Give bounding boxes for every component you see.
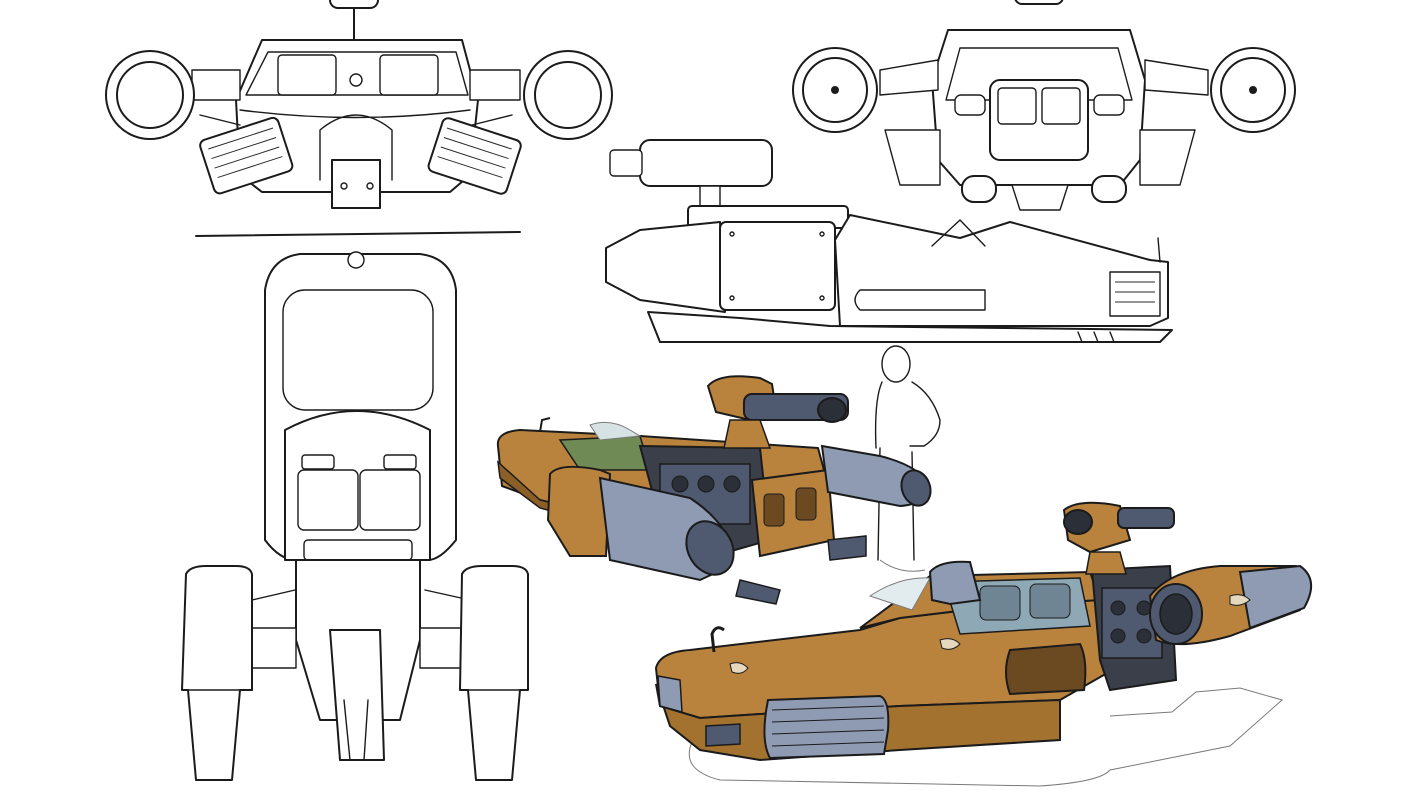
top-view <box>181 251 529 781</box>
divider-line <box>195 231 521 237</box>
rear-view <box>792 0 1296 211</box>
color-render-rear-three-quarter <box>496 375 932 605</box>
front-view <box>105 0 613 209</box>
color-render-front-three-quarter <box>655 501 1312 787</box>
side-view <box>605 139 1173 343</box>
